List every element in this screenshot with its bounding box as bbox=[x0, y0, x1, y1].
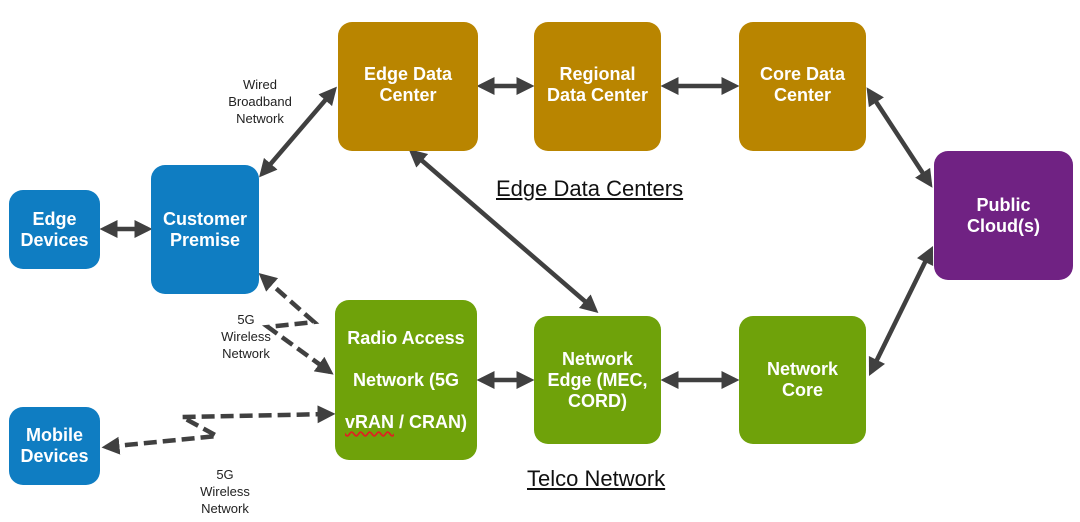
node-customer-premise: Customer Premise bbox=[151, 165, 259, 294]
arrow-network-core-public-cloud bbox=[868, 245, 934, 377]
ran-label-vran: vRAN bbox=[344, 411, 394, 432]
arrow-5g-customer-premise-ran bbox=[258, 273, 334, 375]
section-title-edge-data-centers: Edge Data Centers bbox=[496, 176, 684, 201]
node-network-core: Network Core bbox=[739, 316, 866, 444]
node-regional-data-center: Regional Data Center bbox=[534, 22, 661, 151]
section-title-telco-network: Telco Network bbox=[527, 466, 666, 491]
ran-label-line2: Network (5G bbox=[352, 369, 459, 390]
node-public-clouds: Public Cloud(s) bbox=[934, 151, 1073, 280]
ran-label-line1: Radio Access bbox=[347, 327, 465, 348]
node-core-data-center: Core Data Center bbox=[739, 22, 866, 151]
arrow-edge-dc-network-edge bbox=[408, 149, 599, 313]
arrow-core-dc-public-cloud bbox=[866, 87, 933, 188]
label-5g-wireless-network-lower: 5G Wireless Network bbox=[200, 467, 250, 516]
node-edge-devices: Edge Devices bbox=[9, 190, 100, 269]
label-wired-broadband-network: Wired Broadband Network bbox=[228, 77, 292, 126]
node-mobile-devices: Mobile Devices bbox=[9, 407, 100, 485]
arrow-customer-premise-edge-dc bbox=[259, 86, 337, 178]
node-network-edge: Network Edge (MEC, CORD) bbox=[534, 316, 661, 444]
label-5g-wireless-network-upper: 5G Wireless Network bbox=[221, 312, 271, 361]
node-radio-access-network: Radio Access Network (5G vRAN / CRAN) bbox=[335, 300, 477, 460]
arrow-5g-mobile-ran bbox=[101, 405, 336, 455]
ran-label-cran: / CRAN) bbox=[394, 411, 467, 432]
node-edge-data-center: Edge Data Center bbox=[338, 22, 478, 151]
ran-label-line3: vRAN / CRAN) bbox=[345, 412, 467, 433]
